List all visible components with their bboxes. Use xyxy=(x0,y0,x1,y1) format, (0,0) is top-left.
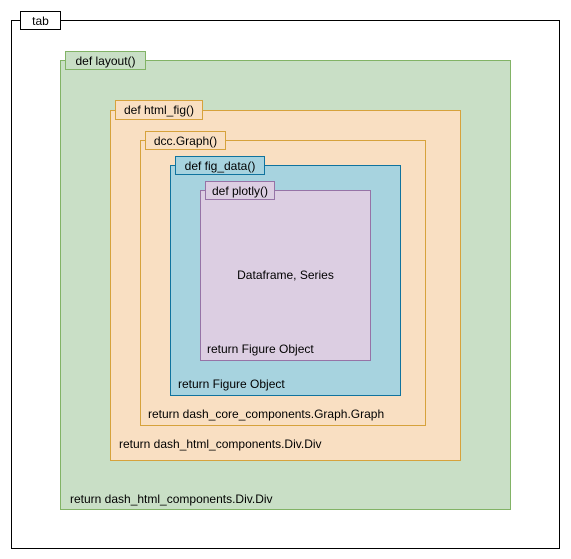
tab-label: tab xyxy=(20,11,61,30)
plotly-return-text: return Figure Object xyxy=(207,342,314,356)
fig-data-return-text: return Figure Object xyxy=(178,377,285,391)
plotly-label: def plotly() xyxy=(205,181,275,200)
html-fig-return-text: return dash_html_components.Div.Div xyxy=(119,437,322,451)
html-fig-label: def html_fig() xyxy=(115,100,203,120)
layout-return-text: return dash_html_components.Div.Div xyxy=(70,492,273,506)
layout-label: def layout() xyxy=(65,51,146,70)
plotly-container xyxy=(200,190,371,361)
dcc-graph-label: dcc.Graph() xyxy=(145,131,226,150)
fig-data-label: def fig_data() xyxy=(175,156,265,175)
plotly-content-text: Dataframe, Series xyxy=(237,268,334,282)
dcc-graph-return-text: return dash_core_components.Graph.Graph xyxy=(148,407,385,421)
